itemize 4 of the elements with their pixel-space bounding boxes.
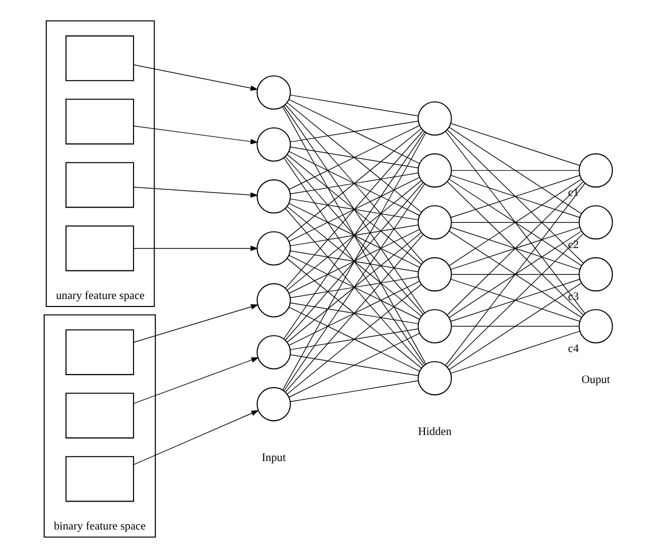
label: Input bbox=[262, 452, 286, 464]
node-label: c4 bbox=[568, 343, 579, 356]
label: Hidden bbox=[418, 426, 452, 438]
label: Ouput bbox=[582, 374, 610, 386]
